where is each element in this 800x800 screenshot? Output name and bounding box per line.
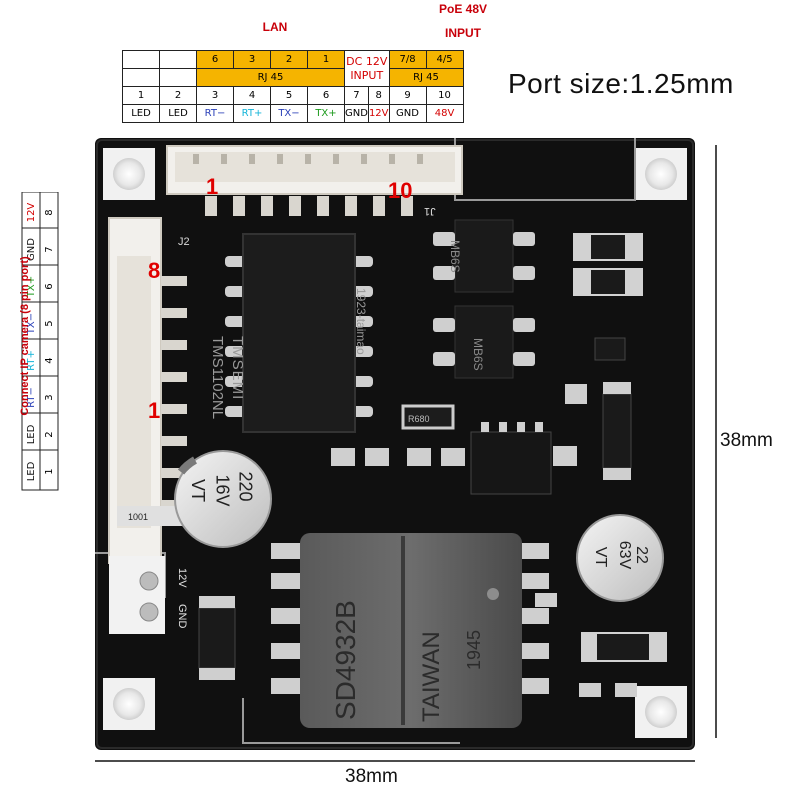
cap2-value: 22 bbox=[632, 546, 650, 564]
j1-silk-label: J1 bbox=[424, 205, 436, 217]
camera-pin-signal: 12V bbox=[26, 203, 37, 223]
poe-input-label: INPUT bbox=[445, 26, 481, 40]
camera-pin-number: 2 bbox=[44, 431, 55, 437]
cap1-brand: VT bbox=[188, 478, 209, 503]
sd-chip-line1: SD4932B bbox=[330, 600, 361, 720]
mounting-holes bbox=[103, 148, 687, 738]
width-dimension: 38mm bbox=[345, 766, 398, 787]
pin-signal: LED bbox=[122, 104, 160, 123]
camera-pin-number: 4 bbox=[44, 357, 55, 363]
pin-cell: 1 bbox=[307, 50, 345, 69]
camera-pin-signal: GND bbox=[26, 238, 37, 261]
bridge-mb6s-1: MB6S bbox=[448, 240, 462, 273]
camera-pin-signal: TX+ bbox=[26, 276, 37, 298]
pin-signal: LED bbox=[159, 104, 197, 123]
cap1-value: 220 bbox=[235, 471, 256, 502]
height-dimension: 38mm bbox=[720, 430, 773, 451]
tms-chip-line1: TMSEMI bbox=[229, 336, 246, 401]
pcb-board bbox=[95, 138, 695, 750]
j1-pin1-label: 1 bbox=[206, 174, 219, 199]
pin-cell: 4/5 bbox=[425, 50, 464, 69]
camera-pin-number: 1 bbox=[44, 468, 55, 474]
pin-signal: GND bbox=[344, 104, 369, 123]
bridge-mb6s-2: MB6S bbox=[471, 338, 485, 371]
lan-label: LAN bbox=[262, 20, 288, 34]
cap2-voltage: 63V bbox=[616, 540, 634, 570]
pin-cell: 2 bbox=[270, 50, 308, 69]
camera-pin-number: 3 bbox=[44, 394, 55, 400]
camera-pin-signal: LED bbox=[26, 424, 37, 444]
cap2-brand: VT bbox=[592, 546, 610, 568]
j2-pin1-label: 1 bbox=[148, 398, 161, 423]
tms-chip-line3: 1923-taimao bbox=[354, 288, 368, 355]
j2-silk-label: J2 bbox=[178, 236, 190, 248]
j1-pin10-label: 10 bbox=[388, 178, 413, 203]
silk-gnd: GND bbox=[176, 604, 188, 629]
tms-chip-line2: TMS1102NL bbox=[209, 336, 226, 420]
port-size-label: Port size:1.25mm bbox=[508, 68, 734, 99]
pin-signal: GND bbox=[388, 104, 427, 123]
camera-pin-number: 7 bbox=[44, 246, 55, 252]
rj45-lan-cell: RJ 45 bbox=[196, 68, 345, 87]
cap1-voltage: 16V bbox=[212, 474, 233, 507]
silk-12v: 12V bbox=[176, 568, 188, 588]
resistor-r680: R680 bbox=[408, 414, 430, 424]
camera-pin-number: 6 bbox=[44, 283, 55, 289]
rj45-poe-cell: RJ 45 bbox=[388, 68, 464, 87]
pin-signal: 48V bbox=[425, 104, 464, 123]
resistor-1001: 1001 bbox=[128, 512, 149, 522]
camera-pin-signal: RT+ bbox=[26, 350, 37, 371]
poe-label: PoE 48V bbox=[438, 2, 488, 16]
camera-pin-signal: TX− bbox=[26, 313, 37, 335]
sd-chip-line2: TAIWAN bbox=[418, 631, 445, 722]
j2-pin8-label: 8 bbox=[148, 258, 161, 283]
pin-signal: TX+ bbox=[307, 104, 345, 123]
camera-pin-signal: RT− bbox=[26, 387, 37, 408]
pin-signal: RT− bbox=[196, 104, 234, 123]
camera-pin-signal: LED bbox=[26, 461, 37, 481]
camera-pin-number: 5 bbox=[44, 320, 55, 326]
camera-pin-number: 8 bbox=[44, 209, 55, 215]
sd-chip-line3: 1945 bbox=[464, 629, 484, 670]
